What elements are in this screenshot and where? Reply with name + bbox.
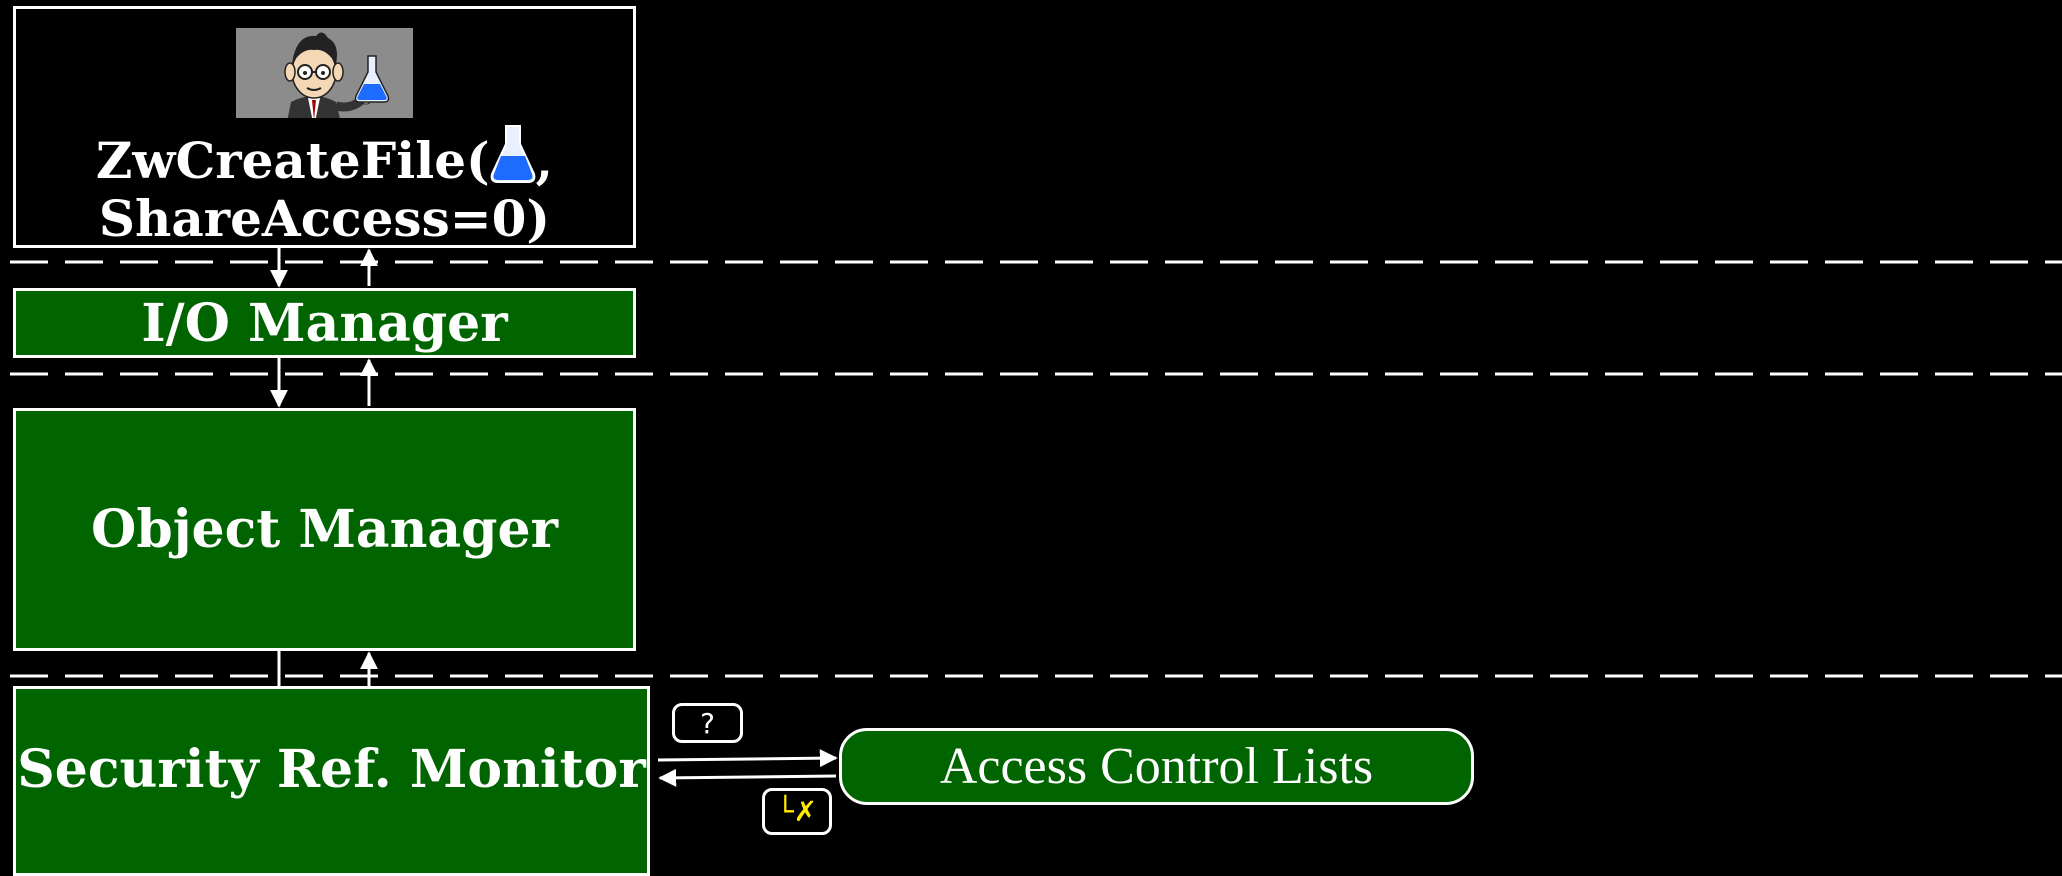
security-ref-monitor-label: Security Ref. Monitor bbox=[17, 739, 646, 800]
flask-icon bbox=[490, 124, 536, 193]
api-call-text: ZwCreateFile(, ShareAccess=0) bbox=[96, 124, 553, 245]
scientist-image bbox=[236, 28, 413, 118]
access-control-lists-box: Access Control Lists bbox=[839, 728, 1474, 805]
io-manager-label: I/O Manager bbox=[141, 292, 508, 354]
api-call-function: ZwCreateFile( bbox=[95, 131, 490, 190]
question-bubble: ? bbox=[672, 703, 743, 743]
security-ref-monitor-box: Security Ref. Monitor bbox=[13, 686, 650, 876]
object-manager-box: Object Manager bbox=[13, 408, 636, 651]
denied-mark: └✗ bbox=[776, 795, 818, 828]
object-manager-label: Object Manager bbox=[91, 499, 558, 560]
query-arrow bbox=[657, 749, 838, 768]
access-control-lists-label: Access Control Lists bbox=[939, 738, 1374, 795]
denied-bubble: └✗ bbox=[762, 788, 832, 835]
application-box: ZwCreateFile(, ShareAccess=0) bbox=[13, 6, 636, 248]
api-call-comma: , bbox=[535, 131, 554, 190]
reply-arrow bbox=[658, 768, 837, 787]
api-call-line-2: ShareAccess=0) bbox=[98, 189, 551, 248]
io-manager-box: I/O Manager bbox=[13, 288, 636, 358]
api-call-line-1: ZwCreateFile(, bbox=[96, 124, 553, 193]
diagram-lines bbox=[10, 248, 2062, 855]
question-mark: ? bbox=[700, 706, 715, 740]
